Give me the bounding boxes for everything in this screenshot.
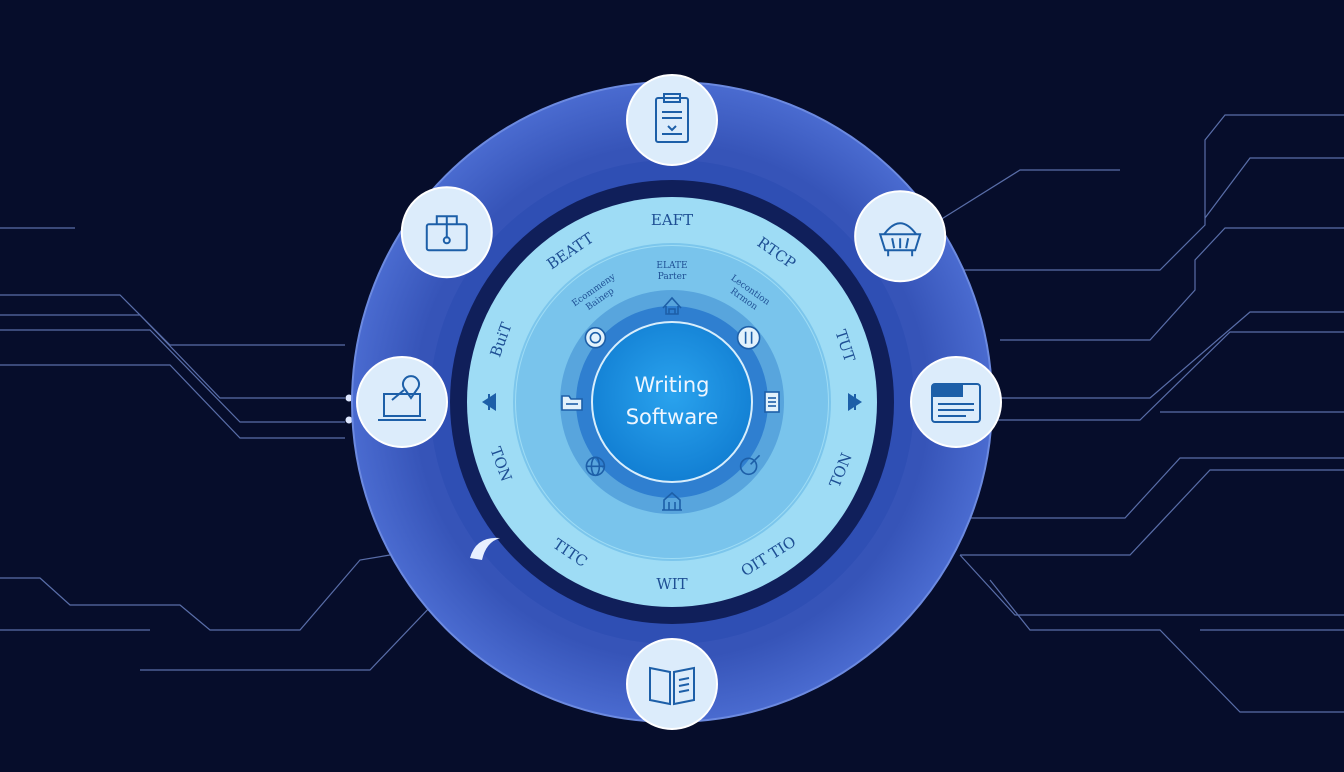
circuit-line <box>0 294 345 346</box>
curved-arrow-icon <box>470 537 500 560</box>
globe-pen-icon <box>739 454 761 476</box>
core <box>591 321 753 483</box>
circuit-line <box>1000 227 1344 341</box>
toolbox-icon <box>400 186 493 279</box>
connector-dot <box>345 416 353 424</box>
circuit-line <box>0 329 345 423</box>
circuit-line <box>989 579 1344 713</box>
circuit-line <box>939 169 1120 221</box>
circuit-line <box>0 554 391 631</box>
circuit-line <box>959 554 1344 616</box>
connector-dot <box>345 394 353 402</box>
building-icon <box>662 491 682 511</box>
circuit-line <box>995 311 1344 399</box>
document-list-icon <box>910 356 1002 448</box>
circuit-lines <box>0 114 1344 713</box>
folder-icon <box>561 395 583 411</box>
icon-badge <box>910 356 1002 448</box>
columns-icon <box>736 325 761 350</box>
open-book-icon <box>626 638 718 730</box>
circuit-line <box>995 331 1344 421</box>
circuit-line <box>0 364 345 439</box>
circuit-line <box>0 314 345 399</box>
center-title: Writing Software <box>626 373 719 429</box>
camera-icon <box>584 326 607 349</box>
circuit-line <box>1204 157 1344 219</box>
circuit-line <box>960 469 1344 556</box>
circuit-line <box>960 114 1344 271</box>
ring-label: WIT <box>656 575 687 593</box>
icon-badge <box>626 74 718 166</box>
document-icon <box>764 391 780 413</box>
inner-label-line1: ELATE <box>656 261 687 271</box>
clipboard-icon <box>626 74 718 166</box>
left-marker-bars <box>488 394 490 410</box>
icon-badge <box>626 638 718 730</box>
curved-arrow <box>470 537 500 560</box>
right-marker-bars <box>854 394 856 410</box>
outer-icons <box>356 74 1002 730</box>
globe-icon <box>585 456 606 477</box>
icon-badge <box>854 190 947 283</box>
center-title-line1: Writing <box>635 373 710 397</box>
ring-label: EAFT <box>651 211 693 229</box>
light-ring-divider <box>513 243 831 561</box>
center-title-line2: Software <box>626 405 719 429</box>
basket-icon <box>854 190 947 283</box>
inner-icons <box>561 296 780 511</box>
icon-badge <box>356 356 448 448</box>
home-icon <box>662 296 682 315</box>
laptop-pin-icon <box>356 356 448 448</box>
ring-markers <box>482 393 862 411</box>
inner-label-line2: Parter <box>658 272 687 282</box>
rings <box>351 81 993 723</box>
